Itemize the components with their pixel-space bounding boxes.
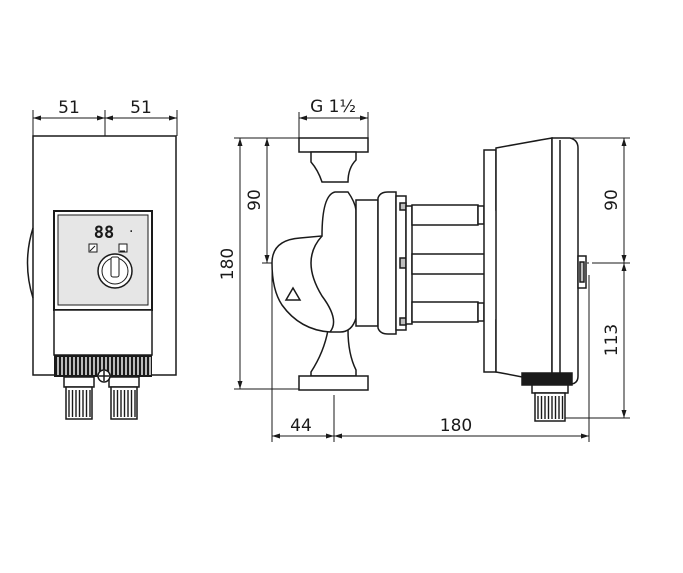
left-height-dimension: 180 90 — [218, 137, 300, 390]
dim-front-right-half: 51 — [130, 98, 152, 118]
dim-thread: G 1½ — [310, 97, 356, 117]
terminal-cover — [53, 309, 153, 356]
lower-flange — [298, 329, 369, 391]
dim-front-left-half: 51 — [58, 98, 80, 118]
right-height-dimension: 90 113 — [560, 137, 630, 419]
upper-flange — [298, 137, 369, 183]
pump-neck — [355, 191, 413, 335]
led-display: 88 — [94, 223, 114, 243]
cable-gland-left — [63, 376, 95, 420]
dim-right-height-upper: 90 — [602, 189, 622, 211]
terminal-ribs — [54, 355, 152, 377]
length-dimension: 44 180 — [271, 263, 590, 442]
front-width-dimension: 51 51 — [32, 98, 178, 136]
thread-dimension: G 1½ — [298, 97, 369, 140]
motor-housing — [483, 137, 587, 386]
dim-inlet-offset: 44 — [290, 416, 312, 436]
side-view: G 1½ 180 90 44 180 — [218, 97, 630, 442]
led-dot: · — [129, 224, 133, 240]
dim-left-height-upper: 90 — [245, 189, 265, 211]
mode-icon-right — [118, 243, 128, 253]
side-cable-gland — [521, 372, 573, 422]
cable-gland-right — [108, 376, 140, 420]
flow-direction-arrow-icon — [284, 286, 302, 301]
dim-length-total: 180 — [440, 416, 472, 436]
dim-left-height-total: 180 — [218, 248, 238, 280]
front-side-bulge — [26, 227, 34, 299]
pump-volute — [271, 191, 357, 333]
dim-right-height-lower: 113 — [602, 324, 622, 356]
front-view: 51 51 88 · — [26, 98, 178, 420]
knob-grip — [110, 256, 120, 278]
